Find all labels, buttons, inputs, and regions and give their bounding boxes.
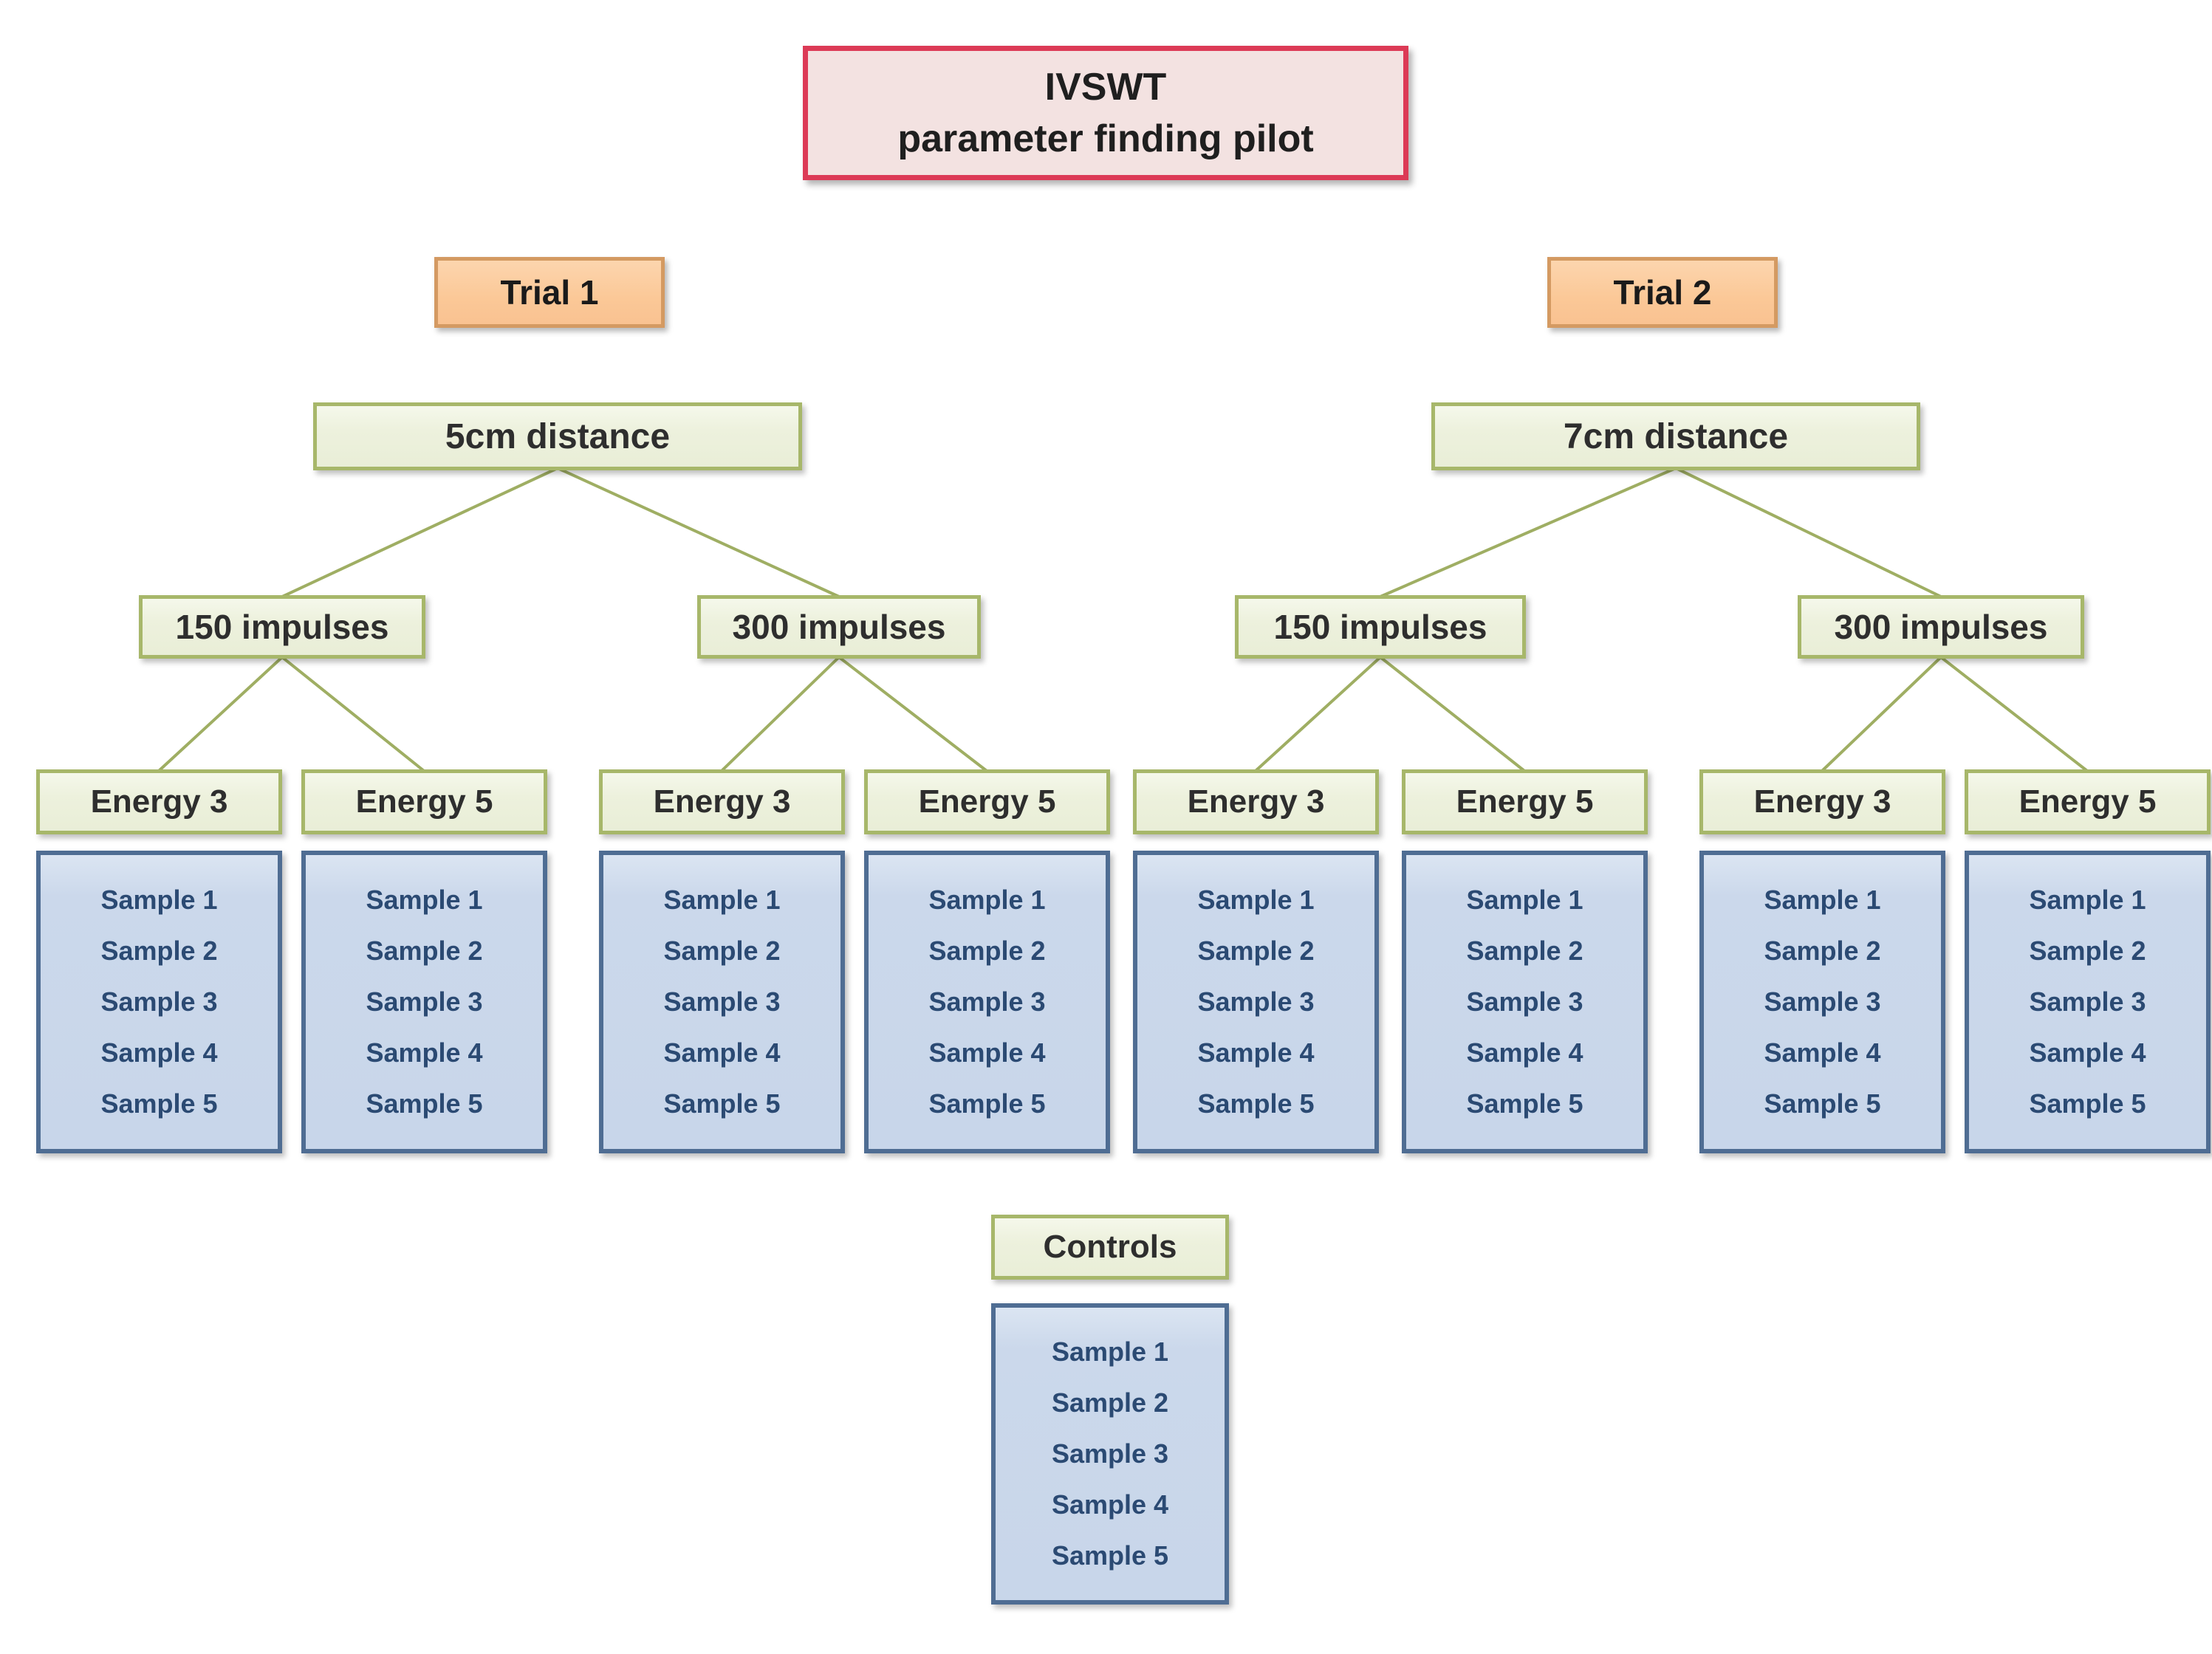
sample-item: Sample 4 xyxy=(1466,1037,1583,1068)
connector-line xyxy=(557,467,840,598)
sample-item: Sample 5 xyxy=(1051,1540,1169,1571)
energy-node: Energy 3 xyxy=(599,769,845,834)
connector-line xyxy=(1939,656,2089,772)
sample-item: Sample 2 xyxy=(1051,1387,1169,1418)
energy-node: Energy 3 xyxy=(36,769,282,834)
sample-item: Sample 3 xyxy=(1197,986,1315,1017)
energy-node: Energy 3 xyxy=(1699,769,1945,834)
connector-line xyxy=(1821,656,1942,772)
sample-item: Sample 1 xyxy=(366,884,483,915)
sample-item: Sample 2 xyxy=(1197,935,1315,966)
sample-item: Sample 5 xyxy=(1466,1088,1583,1119)
impulses-node-trial2-150: 150 impulses xyxy=(1235,595,1526,659)
sample-list: Sample 1 Sample 2 Sample 3 Sample 4 Samp… xyxy=(1965,851,2211,1153)
sample-item: Sample 4 xyxy=(928,1037,1046,1068)
controls-sample-list: Sample 1 Sample 2 Sample 3 Sample 4 Samp… xyxy=(991,1303,1229,1605)
connector-line xyxy=(720,656,840,772)
connector-line xyxy=(1675,467,1942,598)
sample-item: Sample 1 xyxy=(2029,884,2146,915)
sample-item: Sample 2 xyxy=(100,935,218,966)
energy-node: Energy 5 xyxy=(864,769,1110,834)
sample-item: Sample 1 xyxy=(1197,884,1315,915)
root-node-title: IVSWT parameter finding pilot xyxy=(803,46,1408,180)
sample-item: Sample 3 xyxy=(2029,986,2146,1017)
title-line1: IVSWT xyxy=(1044,65,1167,109)
sample-item: Sample 4 xyxy=(663,1037,781,1068)
energy-node: Energy 3 xyxy=(1133,769,1379,834)
sample-item: Sample 1 xyxy=(1051,1336,1169,1368)
sample-item: Sample 2 xyxy=(2029,935,2146,966)
sample-item: Sample 2 xyxy=(366,935,483,966)
sample-item: Sample 5 xyxy=(663,1088,781,1119)
sample-item: Sample 2 xyxy=(663,935,781,966)
sample-item: Sample 5 xyxy=(2029,1088,2146,1119)
sample-list: Sample 1 Sample 2 Sample 3 Sample 4 Samp… xyxy=(599,851,845,1153)
sample-list: Sample 1 Sample 2 Sample 3 Sample 4 Samp… xyxy=(1699,851,1945,1153)
sample-item: Sample 5 xyxy=(100,1088,218,1119)
energy-node: Energy 5 xyxy=(1402,769,1648,834)
sample-item: Sample 4 xyxy=(366,1037,483,1068)
sample-item: Sample 4 xyxy=(100,1037,218,1068)
sample-list: Sample 1 Sample 2 Sample 3 Sample 4 Samp… xyxy=(1402,851,1648,1153)
sample-item: Sample 2 xyxy=(928,935,1046,966)
sample-item: Sample 3 xyxy=(1051,1438,1169,1469)
sample-item: Sample 4 xyxy=(1197,1037,1315,1068)
connector-line xyxy=(281,656,425,772)
sample-item: Sample 3 xyxy=(100,986,218,1017)
sample-item: Sample 3 xyxy=(1466,986,1583,1017)
trial-2-node: Trial 2 xyxy=(1547,257,1778,328)
sample-item: Sample 2 xyxy=(1764,935,1881,966)
sample-list: Sample 1 Sample 2 Sample 3 Sample 4 Samp… xyxy=(301,851,547,1153)
distance-node-5cm: 5cm distance xyxy=(313,402,802,470)
connector-line xyxy=(157,656,284,772)
sample-item: Sample 4 xyxy=(1764,1037,1881,1068)
connector-group xyxy=(157,467,2089,772)
distance-node-7cm: 7cm distance xyxy=(1431,402,1920,470)
impulses-node-trial1-300: 300 impulses xyxy=(697,595,981,659)
sample-item: Sample 3 xyxy=(663,986,781,1017)
connector-line xyxy=(838,656,988,772)
trial-1-node: Trial 1 xyxy=(434,257,665,328)
sample-item: Sample 1 xyxy=(100,884,218,915)
sample-item: Sample 5 xyxy=(1197,1088,1315,1119)
sample-item: Sample 1 xyxy=(1764,884,1881,915)
sample-list: Sample 1 Sample 2 Sample 3 Sample 4 Samp… xyxy=(36,851,282,1153)
sample-item: Sample 3 xyxy=(366,986,483,1017)
connector-line xyxy=(1380,467,1677,598)
sample-item: Sample 5 xyxy=(366,1088,483,1119)
title-line2: parameter finding pilot xyxy=(897,117,1314,160)
connector-line xyxy=(1254,656,1382,772)
sample-item: Sample 1 xyxy=(663,884,781,915)
connector-line xyxy=(281,467,558,598)
sample-item: Sample 1 xyxy=(1466,884,1583,915)
impulses-node-trial2-300: 300 impulses xyxy=(1798,595,2084,659)
sample-item: Sample 2 xyxy=(1466,935,1583,966)
sample-item: Sample 3 xyxy=(928,986,1046,1017)
sample-item: Sample 3 xyxy=(1764,986,1881,1017)
energy-node: Energy 5 xyxy=(1965,769,2211,834)
impulses-node-trial1-150: 150 impulses xyxy=(139,595,425,659)
sample-item: Sample 4 xyxy=(1051,1489,1169,1520)
sample-list: Sample 1 Sample 2 Sample 3 Sample 4 Samp… xyxy=(864,851,1110,1153)
connector-line xyxy=(1379,656,1526,772)
sample-item: Sample 5 xyxy=(928,1088,1046,1119)
energy-node: Energy 5 xyxy=(301,769,547,834)
controls-node: Controls xyxy=(991,1215,1229,1280)
sample-item: Sample 4 xyxy=(2029,1037,2146,1068)
sample-item: Sample 1 xyxy=(928,884,1046,915)
sample-item: Sample 5 xyxy=(1764,1088,1881,1119)
sample-list: Sample 1 Sample 2 Sample 3 Sample 4 Samp… xyxy=(1133,851,1379,1153)
